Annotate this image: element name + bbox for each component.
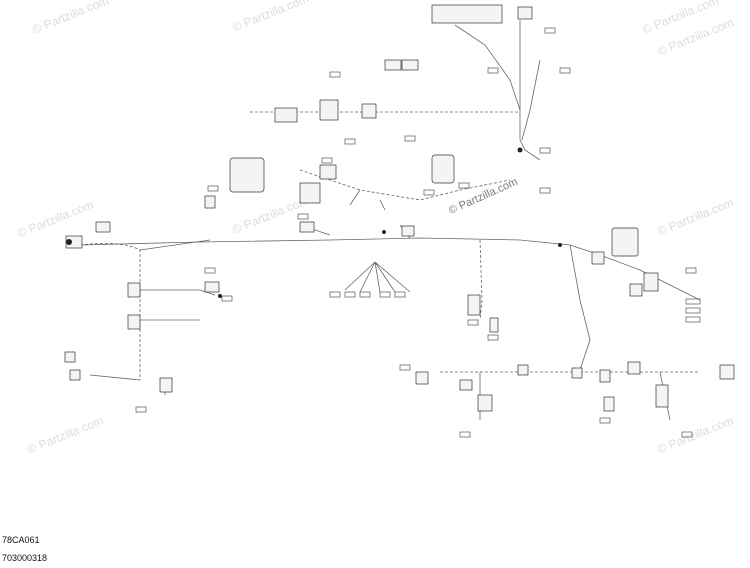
label-boxes: [135, 27, 701, 438]
grommets: [66, 147, 562, 298]
connector-parts: [64, 4, 735, 412]
harness-lines: [79, 20, 701, 421]
part-number: 703000318: [2, 553, 48, 563]
diagram-code: 78CA061: [2, 535, 40, 545]
